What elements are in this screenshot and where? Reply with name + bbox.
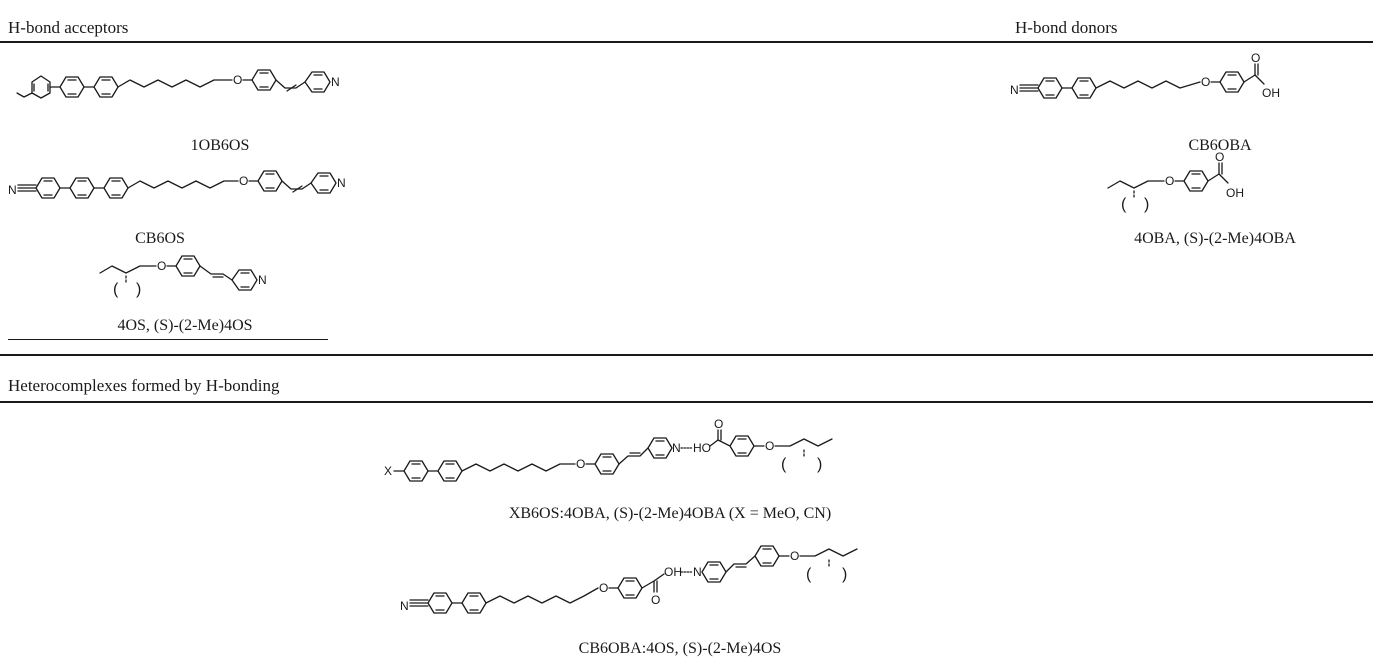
caption-cb6os: CB6OS xyxy=(135,230,185,247)
molecule-1ob6os-structure: O N xyxy=(16,69,340,99)
molecule-cb6oba-structure: N O O OH xyxy=(1010,51,1280,100)
complex-cb6oba-4os-structure: N O O OH N O ( ) xyxy=(400,545,858,614)
molecule-4oba-structure: ( ) O O OH xyxy=(1107,150,1244,213)
caption-complex-1: XB6OS:4OBA, (S)-(2-Me)4OBA (X = MeO, CN) xyxy=(508,505,832,522)
paren-close: ) xyxy=(136,281,141,298)
caption-cb6oba: CB6OBA xyxy=(1188,137,1252,154)
atom-n-label: N xyxy=(693,565,702,579)
atom-n-label: N xyxy=(337,176,346,190)
caption-4oba: 4OBA, (S)-(2-Me)4OBA xyxy=(1134,230,1296,247)
caption-complex-2: CB6OBA:4OS, (S)-(2-Me)4OS xyxy=(578,640,782,657)
section-header-acceptors: H-bond acceptors xyxy=(8,18,129,37)
atom-n-label: N xyxy=(672,441,681,455)
atom-o-label: O xyxy=(157,259,166,273)
caption-1ob6os: 1OB6OS xyxy=(190,137,250,154)
complex-xb6os-4oba-structure: X O N HO O O ( ) xyxy=(384,417,833,482)
atom-ho-label: HO xyxy=(693,441,711,455)
atom-o-label: O xyxy=(576,457,585,471)
atom-n-label: N xyxy=(331,75,340,89)
atom-o-label: O xyxy=(1165,174,1174,188)
atom-n-label: N xyxy=(1010,83,1019,97)
atom-o-label: O xyxy=(239,174,248,188)
atom-o-label: O xyxy=(1201,75,1210,89)
atom-n-label: N xyxy=(8,183,17,197)
atom-o-label: O xyxy=(765,439,774,453)
atom-o-label: O xyxy=(233,73,242,87)
middle-rule xyxy=(0,354,1373,356)
atom-o-label: O xyxy=(651,593,660,607)
complex-rule xyxy=(0,401,1373,403)
section-header-complexes: Heterocomplexes formed by H-bonding xyxy=(8,376,280,395)
section-header-donors: H-bond donors xyxy=(1015,18,1118,37)
atom-x-label: X xyxy=(384,464,392,478)
atom-o-label: O xyxy=(599,581,608,595)
paren-open: ( xyxy=(113,281,119,298)
atom-n-label: N xyxy=(258,273,267,287)
paren-close: ) xyxy=(842,566,847,583)
atom-o-label: O xyxy=(790,549,799,563)
paren-open: ( xyxy=(806,566,812,583)
caption-4os: 4OS, (S)-(2-Me)4OS xyxy=(117,317,253,334)
paren-open: ( xyxy=(1121,196,1127,213)
paren-open: ( xyxy=(781,456,787,473)
atom-oh-label: OH xyxy=(664,565,682,579)
atom-oh-label: OH xyxy=(1262,86,1280,100)
top-rule xyxy=(0,41,1373,43)
atom-o-label: O xyxy=(1251,51,1260,65)
atom-o-label: O xyxy=(714,417,723,431)
molecule-4os-structure: ( ) O N xyxy=(99,255,267,298)
molecule-cb6os-structure: N O N xyxy=(8,170,346,199)
paren-close: ) xyxy=(1144,196,1149,213)
atom-oh-label: OH xyxy=(1226,186,1244,200)
paren-close: ) xyxy=(817,456,822,473)
short-rule xyxy=(8,339,328,340)
atom-o-label: O xyxy=(1215,150,1224,164)
atom-n-label: N xyxy=(400,599,409,613)
